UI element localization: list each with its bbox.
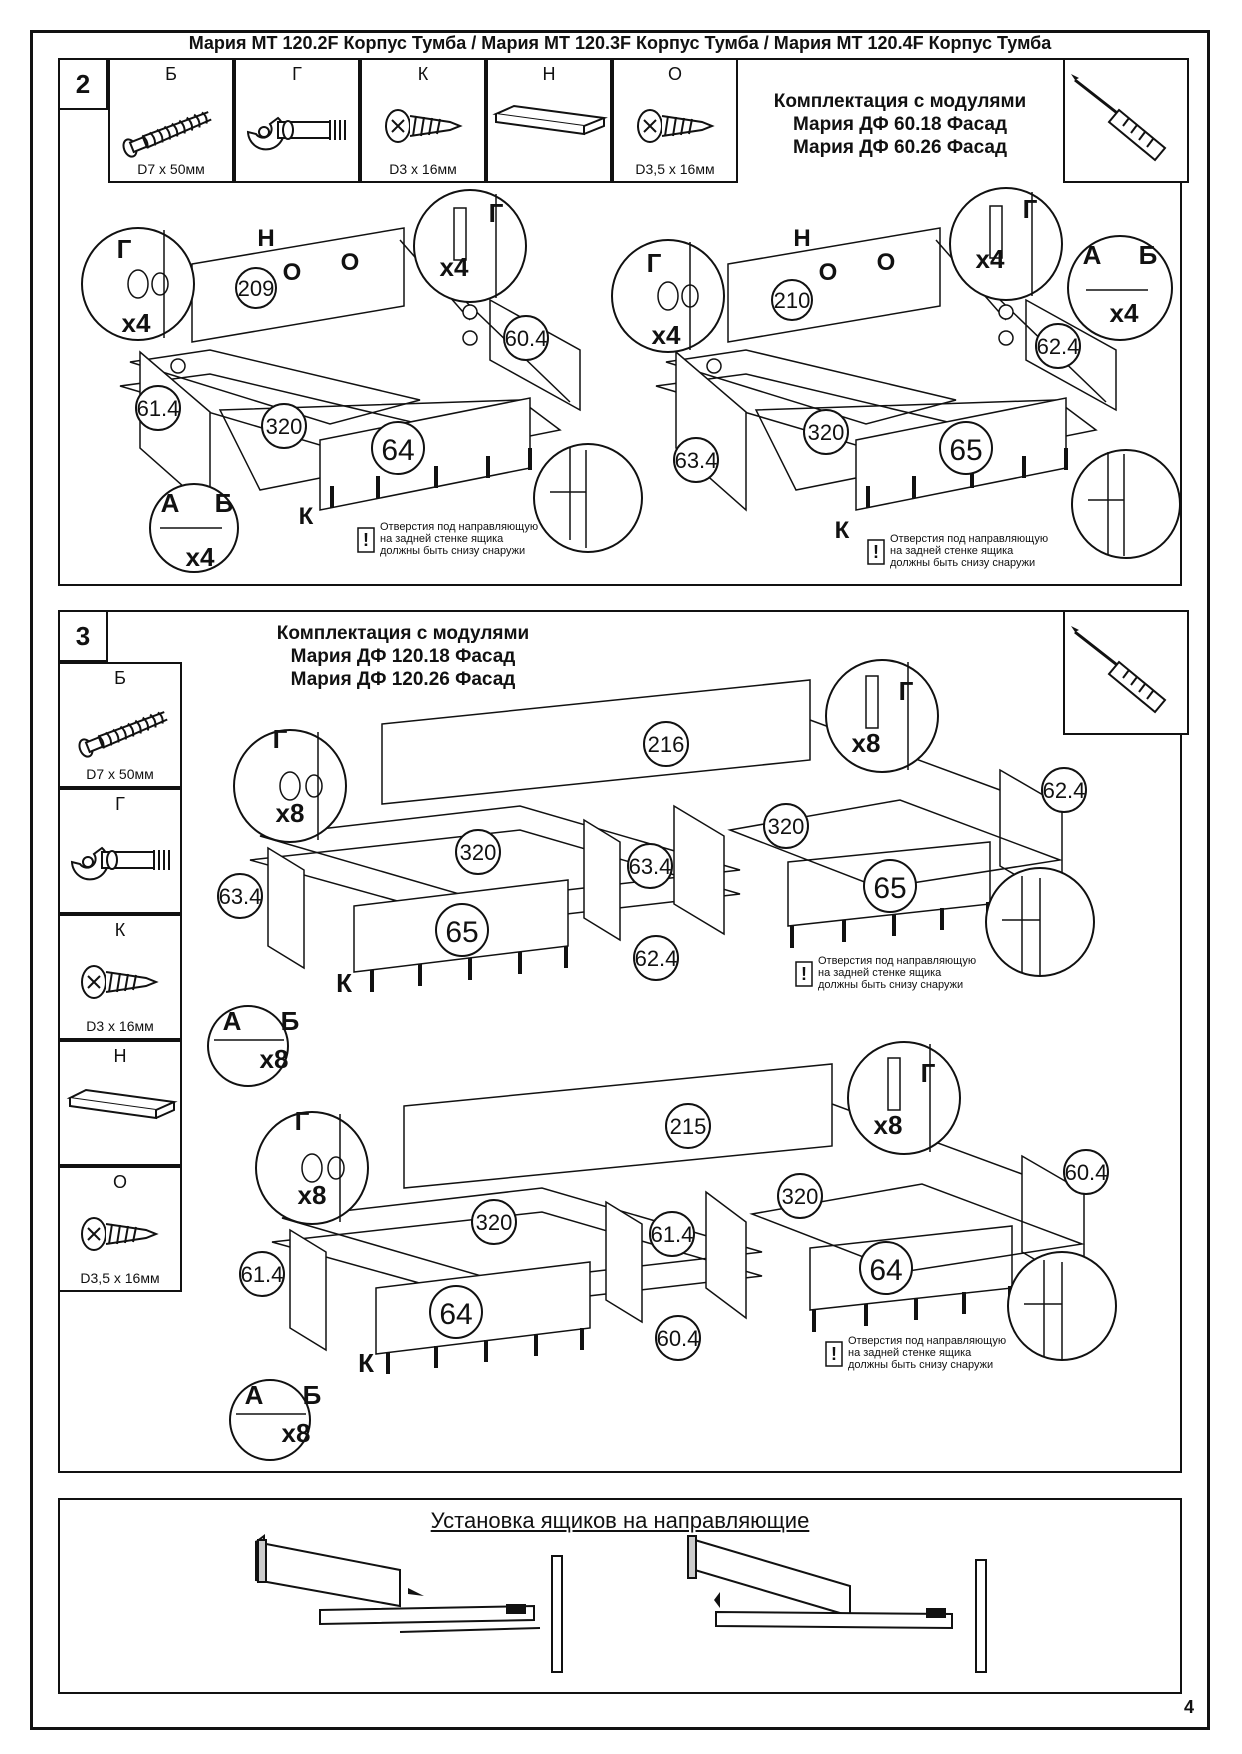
step2-number: 2 <box>58 58 108 110</box>
kit-line: Мария ДФ 120.18 Фасад <box>290 646 516 667</box>
part-size: D3 x 16мм <box>389 161 457 177</box>
part-letter: О <box>112 1172 127 1192</box>
step2-part-b: Б D7 x 50мм <box>108 58 234 183</box>
part-letter: Н <box>113 1046 127 1066</box>
part-letter: К <box>114 920 126 940</box>
kit-line: Мария ДФ 60.18 Фасад <box>792 114 1008 135</box>
part-size: D3,5 x 16мм <box>80 1270 160 1286</box>
kit-line: Комплектация с модулями <box>276 623 530 644</box>
step4-title: Установка ящиков на направляющие <box>430 1508 810 1533</box>
screwdriver-icon <box>1071 626 1167 714</box>
kit-line: Комплектация с модулями <box>773 91 1027 112</box>
step3-part-n: Н <box>58 1040 182 1166</box>
step3-panel <box>58 610 1182 1473</box>
part-letter: Б <box>165 64 177 84</box>
part-letter: Г <box>115 794 125 814</box>
part-letter: К <box>417 64 429 84</box>
screw-icon <box>637 109 715 143</box>
part-letter: Н <box>542 64 556 84</box>
screw-icon <box>81 965 159 999</box>
part-size: D7 x 50мм <box>86 766 154 782</box>
handle-icon <box>66 1088 178 1120</box>
step2-part-n: Н <box>486 58 612 183</box>
step3-part-g: Г <box>58 788 182 914</box>
part-letter: Б <box>114 668 126 688</box>
step2-part-g: Г <box>234 58 360 183</box>
page-frame <box>30 30 1210 1730</box>
step2-kit-label: Комплектация с модулями Мария ДФ 60.18 Ф… <box>740 90 1060 159</box>
screwdriver-icon <box>1071 74 1167 162</box>
kit-line: Мария ДФ 120.26 Фасад <box>290 669 516 690</box>
confirmat-screw-icon <box>122 111 212 158</box>
part-size: D3,5 x 16мм <box>635 161 715 177</box>
cam-lock-connector-icon <box>70 846 170 881</box>
kit-line: Мария ДФ 60.26 Фасад <box>792 137 1008 158</box>
part-letter: О <box>667 64 682 84</box>
step2-part-k: К D3 x 16мм <box>360 58 486 183</box>
step2-part-o: О D3,5 x 16мм <box>612 58 738 183</box>
handle-icon <box>492 104 608 136</box>
step3-part-k: К D3 x 16мм <box>58 914 182 1040</box>
page-number: 4 <box>1183 1697 1194 1717</box>
screw-icon <box>81 1217 159 1251</box>
screw-icon <box>385 109 463 143</box>
page-title: Мария МТ 120.2F Корпус Тумба / Мария МТ … <box>188 33 1052 53</box>
part-size: D7 x 50мм <box>137 161 205 177</box>
step3-part-b: Б D7 x 50мм <box>58 662 182 788</box>
step3-kit-label: Комплектация с модулями Мария ДФ 120.18 … <box>238 622 568 691</box>
cam-lock-connector-icon <box>246 116 346 151</box>
step4-panel <box>58 1498 1182 1694</box>
step3-part-o: О D3,5 x 16мм <box>58 1166 182 1292</box>
part-size: D3 x 16мм <box>86 1018 154 1034</box>
step3-number: 3 <box>58 610 108 662</box>
part-letter: Г <box>292 64 302 84</box>
confirmat-screw-icon <box>78 711 168 758</box>
step2-tool-box <box>1063 58 1189 183</box>
step3-tool-box <box>1063 610 1189 735</box>
